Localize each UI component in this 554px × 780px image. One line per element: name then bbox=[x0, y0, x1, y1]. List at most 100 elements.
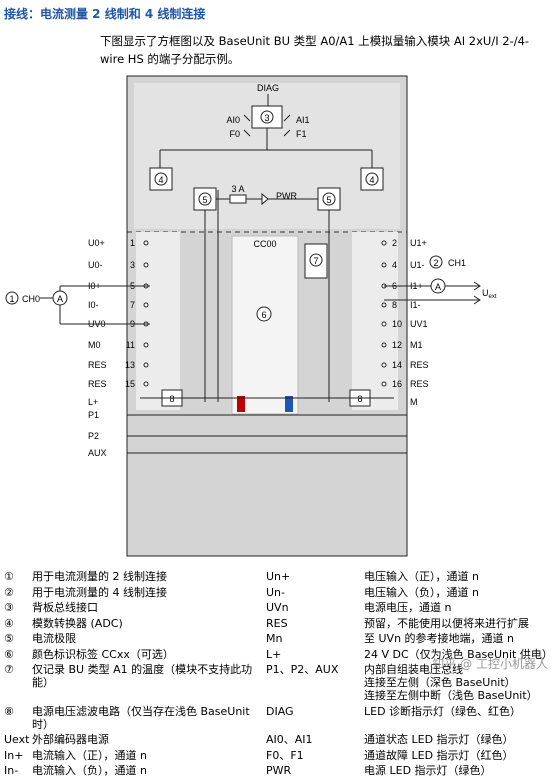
terminal-point bbox=[143, 302, 149, 308]
pwr-led bbox=[261, 192, 269, 206]
svg-text:2: 2 bbox=[433, 258, 438, 268]
right-terminal: 2 U1+ bbox=[381, 238, 427, 248]
terminal-label: M0 bbox=[88, 340, 101, 350]
legend-description: 用于电流测量的 2 线制连接 bbox=[32, 570, 167, 583]
legend-symbol: RES bbox=[266, 616, 288, 630]
legend-description: 用于电流测量的 4 线制连接 bbox=[32, 585, 167, 599]
left-terminal: P2 bbox=[88, 431, 99, 441]
legend-description: 外部编码器电源 bbox=[32, 733, 109, 746]
legend-explanation: 通道故障 LED 指示灯（红色） bbox=[364, 748, 514, 762]
fuse-label: 3 A bbox=[231, 184, 244, 194]
ch0-label: CH0 bbox=[22, 294, 40, 304]
legend-marker: ⑥ bbox=[4, 647, 14, 661]
terminal-label: AUX bbox=[88, 448, 107, 458]
left-terminal: U0- 3 bbox=[88, 260, 149, 270]
svg-text:3: 3 bbox=[264, 113, 269, 123]
terminal-number: 1 bbox=[130, 238, 135, 248]
left-terminal-strip bbox=[136, 232, 180, 410]
legend-marker: In- bbox=[4, 764, 19, 777]
left-terminal: I0-7 bbox=[88, 300, 149, 310]
svg-text:6: 6 bbox=[261, 310, 266, 320]
svg-text:5: 5 bbox=[202, 195, 207, 205]
legend-marker: Uext bbox=[4, 733, 30, 746]
legend-description: 电源电压滤波电路（仅当存在浅色 BaseUnit 时） bbox=[32, 704, 250, 731]
legend-marker: ⑤ bbox=[4, 632, 14, 645]
terminal-point bbox=[381, 342, 387, 348]
ch1-label: CH1 bbox=[448, 258, 466, 268]
terminal-point bbox=[143, 262, 149, 268]
callout-1 bbox=[5, 291, 19, 305]
terminal-number: 10 bbox=[392, 319, 402, 329]
terminal-point bbox=[143, 362, 149, 368]
f0-label: F0 bbox=[229, 129, 240, 139]
terminal-point bbox=[381, 302, 387, 308]
svg-text:8: 8 bbox=[357, 394, 362, 404]
legend-symbol: DIAG bbox=[266, 704, 294, 718]
terminal-number: 12 bbox=[392, 340, 402, 350]
terminal-point bbox=[143, 240, 149, 246]
left-terminal: U0+1 bbox=[88, 238, 149, 248]
ai0-label: AI0 bbox=[226, 115, 240, 125]
terminal-number: 14 bbox=[392, 360, 402, 370]
legend-explanation: 至 UVn 的参考接地端，通道 n bbox=[364, 632, 515, 645]
legend-description: 电流输入（负），通道 n bbox=[32, 764, 147, 777]
terminal-number: 11 bbox=[126, 340, 135, 350]
terminal-number: 3 bbox=[130, 260, 135, 270]
terminal-point bbox=[143, 381, 149, 387]
left-terminal: L+ bbox=[88, 397, 98, 407]
pwr-label: PWR bbox=[276, 191, 297, 201]
legend-symbol: PWR bbox=[266, 764, 292, 777]
terminal-number: 7 bbox=[130, 300, 135, 310]
left-terminal: P1 bbox=[88, 410, 99, 420]
legend-symbol: P1、P2、AUX bbox=[266, 663, 339, 676]
f1-label: F1 bbox=[296, 129, 307, 139]
callout-6 bbox=[256, 306, 272, 322]
terminal-label: RES bbox=[410, 379, 429, 389]
legend-description: 仅记录 BU 类型 A1 的温度（模块不支持此功能） bbox=[32, 663, 253, 689]
terminal-number: 2 bbox=[392, 238, 397, 248]
terminal-number: 8 bbox=[392, 300, 397, 310]
legend-marker: In+ bbox=[4, 748, 24, 762]
terminal-number: 4 bbox=[392, 260, 397, 270]
callout-2 bbox=[429, 255, 443, 269]
terminal-label: U1+ bbox=[410, 238, 427, 248]
diag-label: DIAG bbox=[257, 83, 279, 93]
legend-explanation: 电压输入（负），通道 n bbox=[364, 585, 479, 599]
terminal-label: P1 bbox=[88, 410, 99, 420]
terminal-point bbox=[381, 381, 387, 387]
color-label-area bbox=[231, 235, 299, 415]
terminal-point bbox=[143, 342, 149, 348]
module-electronics-area bbox=[134, 83, 400, 229]
left-terminal: AUX bbox=[88, 448, 107, 458]
terminal-point bbox=[381, 362, 387, 368]
legend-symbol: UVn bbox=[266, 601, 289, 614]
legend-marker: ⑧ bbox=[4, 704, 14, 718]
legend-explanation: 电源 LED 指示灯（绿色） bbox=[364, 764, 492, 777]
legend-description: 模数转换器 (ADC) bbox=[32, 616, 123, 630]
svg-text:A: A bbox=[57, 294, 63, 304]
legend-symbol: Un- bbox=[266, 585, 285, 599]
left-terminal: M0 11 bbox=[88, 340, 149, 350]
ammeter-ch1 bbox=[430, 278, 446, 294]
svg-text:A: A bbox=[435, 282, 441, 292]
legend-row: In- 电流输入（负），通道 n PWR 电源 LED 指示灯（绿色） bbox=[4, 764, 552, 780]
terminal-label: U0- bbox=[88, 260, 103, 270]
intro-paragraph: 下图显示了方框图以及 BaseUnit BU 类型 A0/A1 上模拟量输入模块… bbox=[100, 34, 530, 66]
terminal-label: RES bbox=[410, 360, 429, 370]
legend-description: 电流输入（正），通道 n bbox=[32, 748, 147, 762]
terminal-point bbox=[381, 321, 387, 327]
legend-description: 背板总线接口 bbox=[32, 601, 98, 614]
blue-marker bbox=[285, 396, 293, 412]
